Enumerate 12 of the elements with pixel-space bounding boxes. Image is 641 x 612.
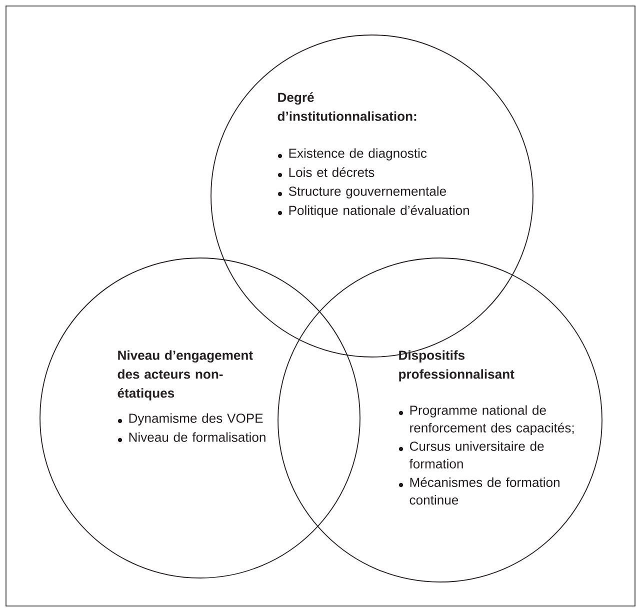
list-item: Programme national de renforcement des capacités; — [410, 405, 574, 436]
circle-heading: Dispositifs professionnalisant — [399, 350, 514, 382]
list-item: Dynamisme des VOPE — [129, 413, 263, 426]
list-item: Lois et décrets — [289, 167, 374, 178]
list-item: Cursus universitaire de formation — [409, 441, 544, 468]
list-item: Mécanismes de formation continue — [410, 477, 560, 505]
list-item: Niveau de formalisation — [129, 432, 266, 442]
list-item: Structure gouvernementale — [288, 186, 446, 198]
list-item: Politique nationale d’évaluation — [289, 205, 469, 218]
circle-heading: Niveau d’engagement des acteurs non-étatiques — [118, 350, 253, 400]
list-item: Existence de diagnostic — [289, 148, 427, 160]
circle-heading: Degré d’institutionnalisation: — [278, 92, 416, 121]
